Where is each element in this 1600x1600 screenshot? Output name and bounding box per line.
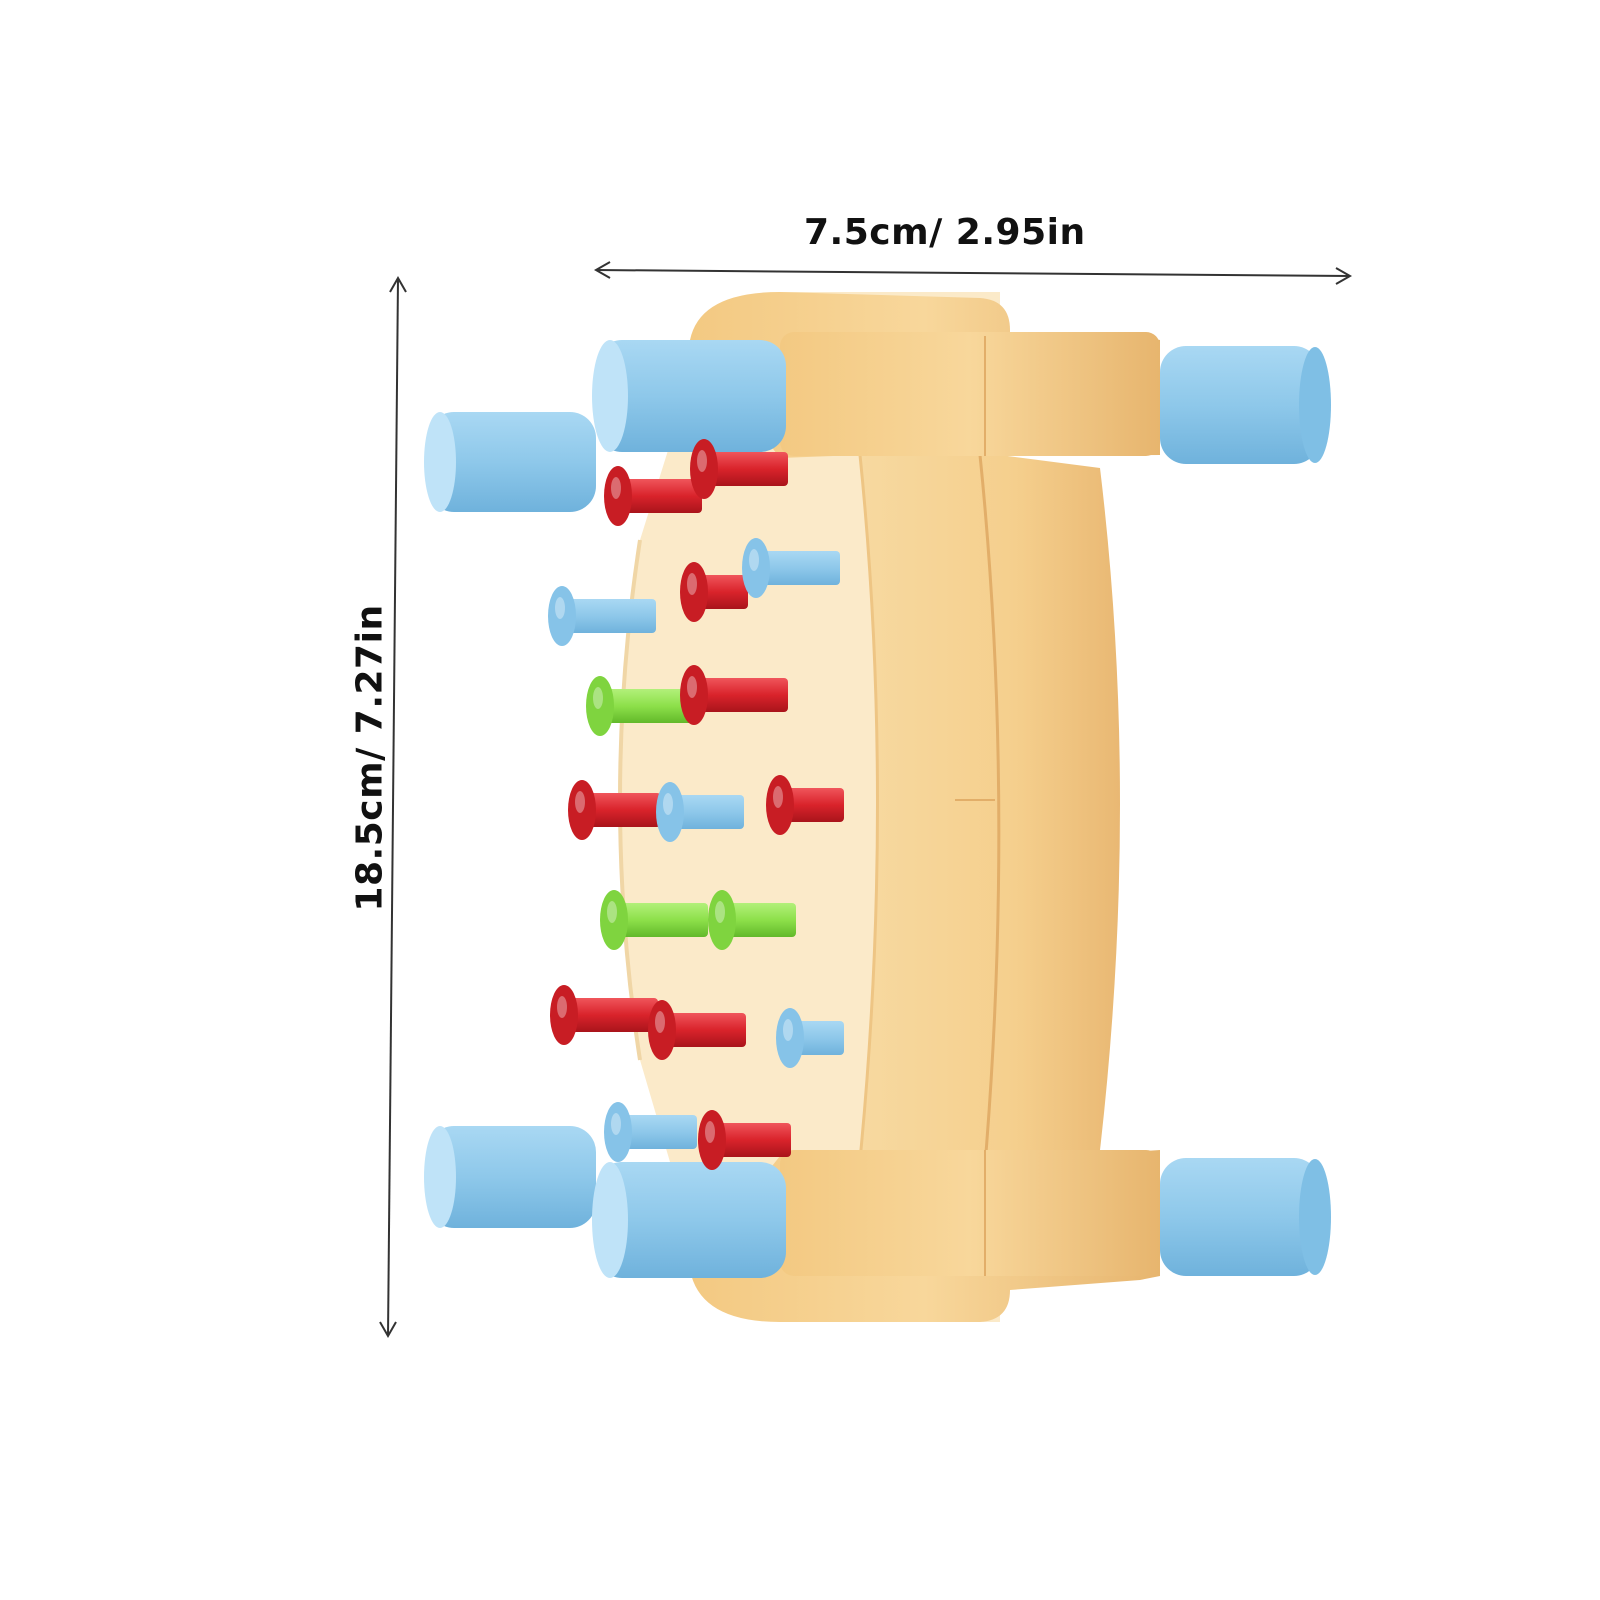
bottom-rim <box>690 1150 1160 1322</box>
peg-blue <box>548 586 656 646</box>
blue-feet <box>424 340 1331 1278</box>
peg-red <box>648 1000 746 1060</box>
peg-red <box>680 562 748 622</box>
peg-red <box>550 985 658 1045</box>
peg-green <box>600 890 708 950</box>
peg-red <box>680 665 788 725</box>
board-base <box>858 447 1120 1169</box>
peg-red <box>604 466 702 526</box>
peg-red <box>766 775 844 835</box>
peg-blue <box>604 1102 697 1162</box>
height-label: 18.5cm/ 7.27in <box>349 604 391 912</box>
peg-blue <box>742 538 840 598</box>
top-rim <box>690 292 1160 458</box>
peg-green <box>586 676 694 736</box>
peg-blue <box>656 782 744 842</box>
pegs-group <box>548 439 844 1170</box>
peg-blue <box>776 1008 844 1068</box>
height-dimension-line <box>379 275 407 1339</box>
width-dimension-line <box>593 261 1353 285</box>
peg-red <box>690 439 788 499</box>
peg-green <box>708 890 796 950</box>
width-label: 7.5cm/ 2.95in <box>804 212 1086 253</box>
peg-red <box>698 1110 791 1170</box>
peg-red <box>568 780 661 840</box>
